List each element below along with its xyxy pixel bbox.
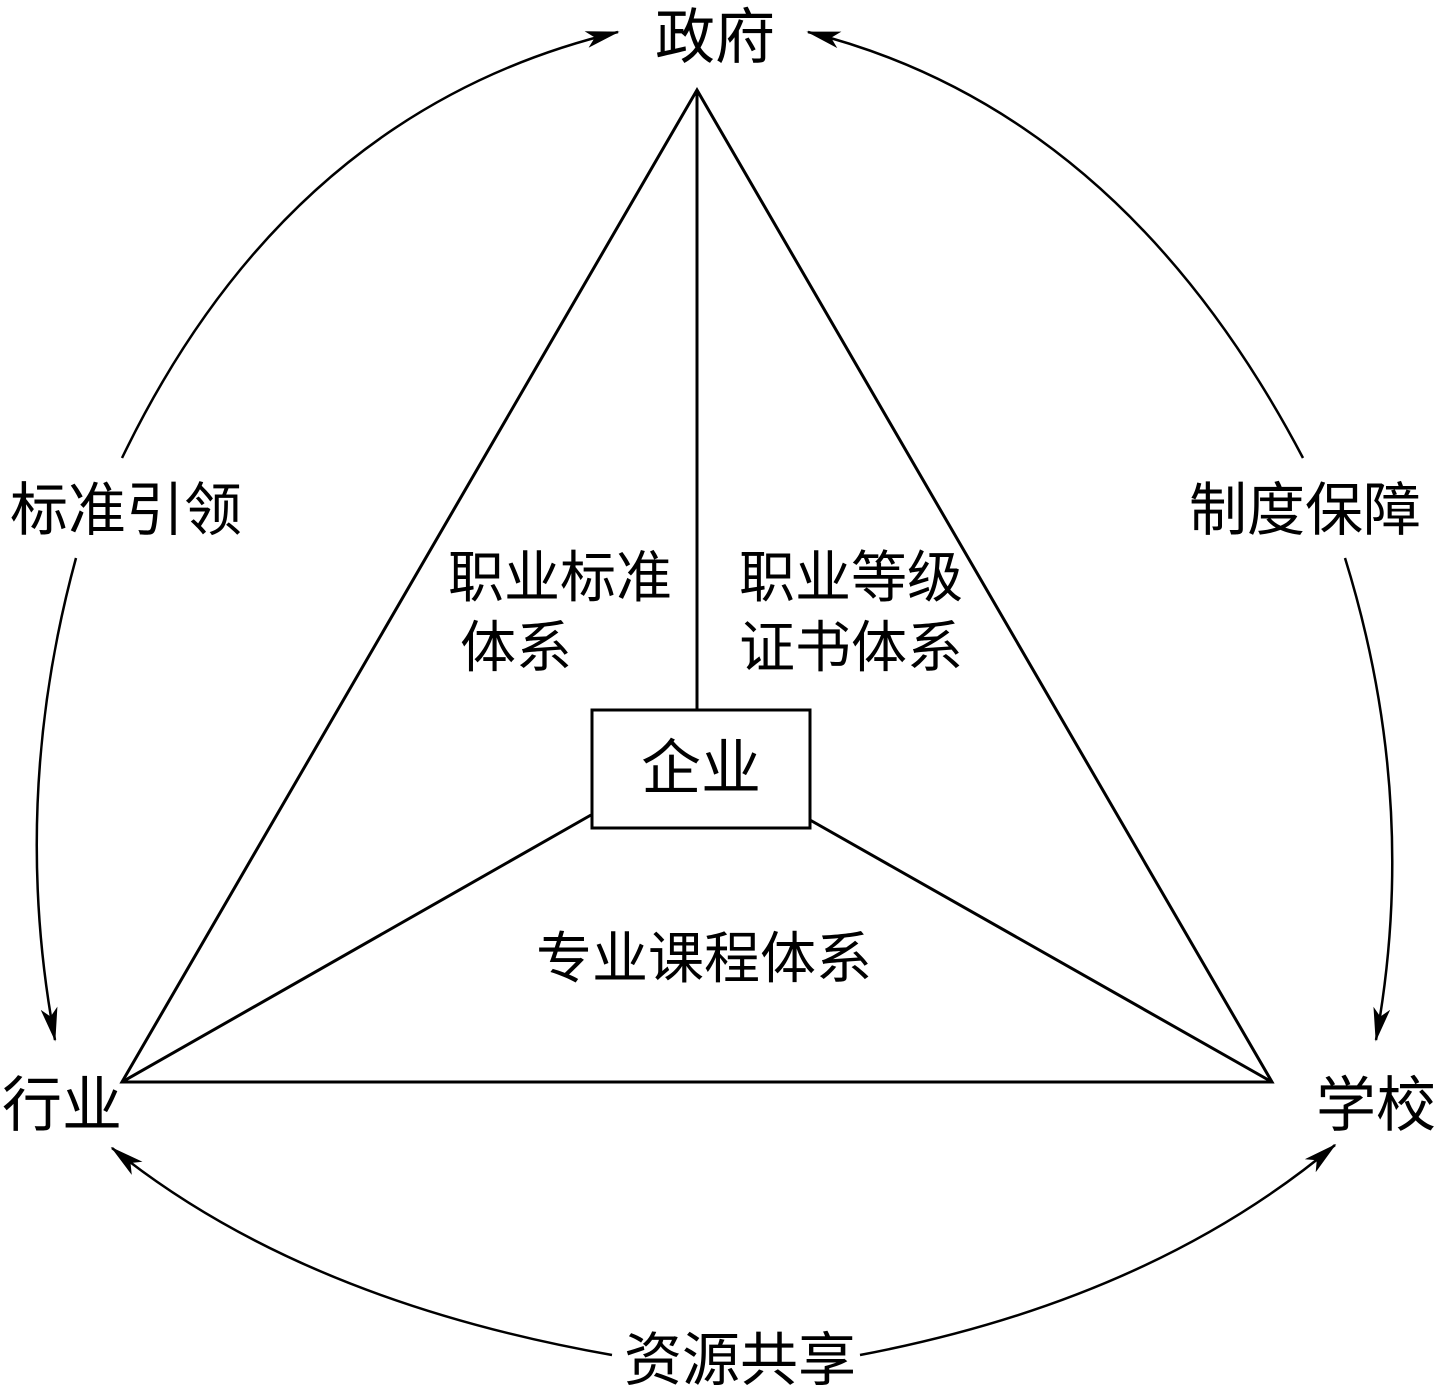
arc-left-lower <box>35 557 78 1042</box>
enterprise-box <box>590 708 812 830</box>
curriculum-system-label: 专业课程体系 <box>536 927 872 992</box>
arc-bottom-left <box>110 1146 613 1357</box>
arc-right-upper <box>806 30 1305 459</box>
arc-bottom-right <box>859 1143 1337 1357</box>
spoke-to-school <box>809 818 1273 1084</box>
outer-triangle <box>119 87 1275 1084</box>
arc-bottom-label: 资源共享 <box>624 1326 856 1393</box>
node-industry-label: 行业 <box>2 1071 122 1141</box>
occupational-standard-line2: 体系 <box>460 616 572 681</box>
skill-certificate-line1: 职业等级 <box>739 546 963 611</box>
node-school-label: 学校 <box>1316 1071 1436 1141</box>
node-enterprise-label: 企业 <box>641 734 761 804</box>
arc-right-label: 制度保障 <box>1189 476 1421 544</box>
occupational-standard-line1: 职业标准 <box>448 546 672 611</box>
skill-certificate-line2: 证书体系 <box>739 616 963 681</box>
node-government-label: 政府 <box>655 3 775 73</box>
arc-right-lower <box>1343 557 1394 1042</box>
spoke-to-industry <box>121 813 592 1084</box>
arc-left-upper <box>120 30 620 459</box>
arc-left-label: 标准引领 <box>10 476 242 544</box>
